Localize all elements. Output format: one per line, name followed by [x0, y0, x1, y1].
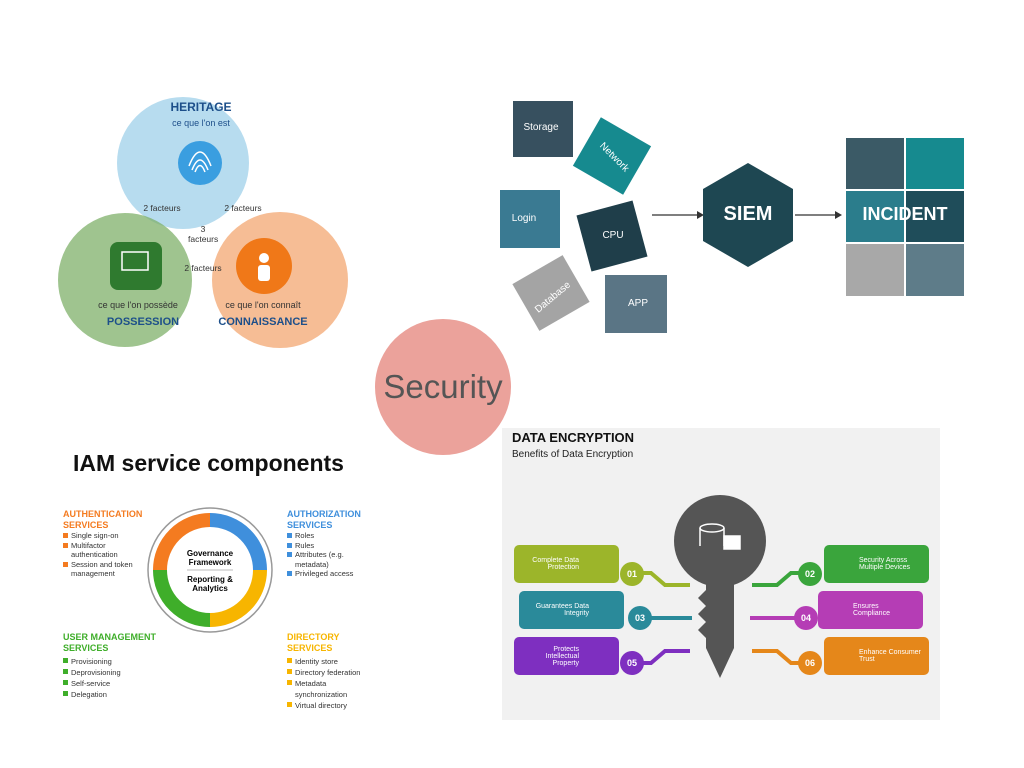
piece-login-label: Login	[511, 213, 537, 224]
list-item: Virtual directory	[287, 700, 372, 711]
three-factors: 3 facteurs	[188, 224, 219, 244]
possession-label: POSSESSION	[106, 316, 180, 328]
benefit-label: Ensures Compliance	[853, 603, 890, 617]
devices-icon	[110, 242, 162, 290]
iam-title: IAM service components	[73, 450, 344, 476]
puzzle-database	[512, 255, 590, 331]
benefit-num-01: 01	[620, 562, 644, 586]
benefit-label: Complete Data Protection	[532, 557, 579, 571]
authentication-title: AUTHENTICATION SERVICES	[63, 509, 143, 530]
list-item: Session and token management	[63, 560, 148, 579]
encryption-subtitle: Benefits of Data Encryption	[512, 449, 634, 460]
governance-framework: Governance Framework	[186, 549, 234, 567]
list-item: Delegation	[63, 689, 158, 700]
piece-app-label: APP	[627, 298, 649, 309]
two-factors-left: 2 facteurs	[143, 203, 181, 213]
list-item: Multifactor authentication	[63, 541, 148, 560]
two-factors-right: 2 facteurs	[224, 203, 262, 213]
list-item: Directory federation	[287, 667, 372, 678]
puzzle-app	[605, 275, 667, 333]
auth-factors-venn: HERITAGE ce que l'on est 2 facteurs 2 fa…	[0, 0, 360, 360]
incident-grid	[844, 136, 966, 298]
heritage-label: HERITAGE	[170, 100, 232, 114]
key-icon	[674, 495, 766, 678]
benefit-card-03: Guarantees Data Integrity	[519, 591, 624, 629]
possession-sub: ce que l'on possède	[98, 300, 178, 310]
benefit-num-05: 05	[620, 651, 644, 675]
encryption-title: DATA ENCRYPTION	[512, 430, 635, 445]
benefit-card-01: Complete Data Protection	[514, 545, 619, 583]
benefit-card-06: Enhance Consumer Trust	[824, 637, 929, 675]
list-item: Identity store	[287, 656, 372, 667]
benefit-label: Protects Intellectual Property	[545, 645, 579, 667]
list-item: Attributes (e.g. metadata)	[287, 550, 372, 569]
benefit-label: Security Across Multiple Devices	[859, 557, 910, 571]
siem-label: SIEM	[723, 203, 773, 225]
incident-label: INCIDENT	[862, 204, 948, 224]
security-label: Security	[383, 368, 503, 405]
siem-diagram: Storage Network Login CPU Database APP S…	[0, 0, 1024, 340]
reporting-analytics: Reporting & Analytics	[187, 575, 233, 593]
list-item: Single sign-on	[63, 531, 148, 541]
fingerprint-icon	[178, 141, 222, 185]
authorization-title: AUTHORIZATION SERVICES	[287, 509, 361, 530]
list-item: Self-service	[63, 678, 158, 689]
benefit-num-04: 04	[794, 606, 818, 630]
connaissance-label: CONNAISSANCE	[218, 316, 308, 328]
benefit-card-02: Security Across Multiple Devices	[824, 545, 929, 583]
list-item: Rules	[287, 541, 372, 551]
list-item: Roles	[287, 531, 372, 541]
benefit-label: Guarantees Data Integrity	[535, 603, 589, 617]
directory-title: DIRECTORY SERVICES	[287, 632, 340, 653]
puzzle-cpu	[576, 200, 648, 272]
benefit-num-02: 02	[798, 562, 822, 586]
piece-cpu-label: CPU	[602, 230, 624, 241]
list-item: Deprovisioning	[63, 667, 158, 678]
heritage-sub: ce que l'on est	[172, 118, 230, 128]
security-circle: Security	[375, 319, 511, 455]
list-item: Privileged access	[287, 569, 372, 579]
puzzle-login	[500, 190, 560, 248]
benefit-card-04: Ensures Compliance	[818, 591, 923, 629]
siem-hexagon	[703, 163, 793, 267]
benefit-num-03: 03	[628, 606, 652, 630]
puzzle-storage	[513, 101, 573, 157]
benefit-label: Enhance Consumer Trust	[859, 649, 921, 663]
data-encryption-panel: DATA ENCRYPTION Benefits of Data Encrypt…	[502, 428, 940, 720]
piece-storage-label: Storage	[523, 122, 559, 133]
list-item: Provisioning	[63, 656, 158, 667]
puzzle-network	[572, 117, 652, 195]
iam-wheel: Governance Framework Reporting & Analyti…	[145, 505, 273, 635]
two-factors-bottom: 2 facteurs	[184, 263, 222, 273]
user-management-title: USER MANAGEMENT SERVICES	[63, 632, 157, 653]
benefit-num-06: 06	[798, 651, 822, 675]
list-item: Metadata synchronization	[287, 678, 372, 700]
benefit-card-05: Protects Intellectual Property	[514, 637, 619, 675]
connaissance-sub: ce que l'on connaît	[225, 300, 301, 310]
